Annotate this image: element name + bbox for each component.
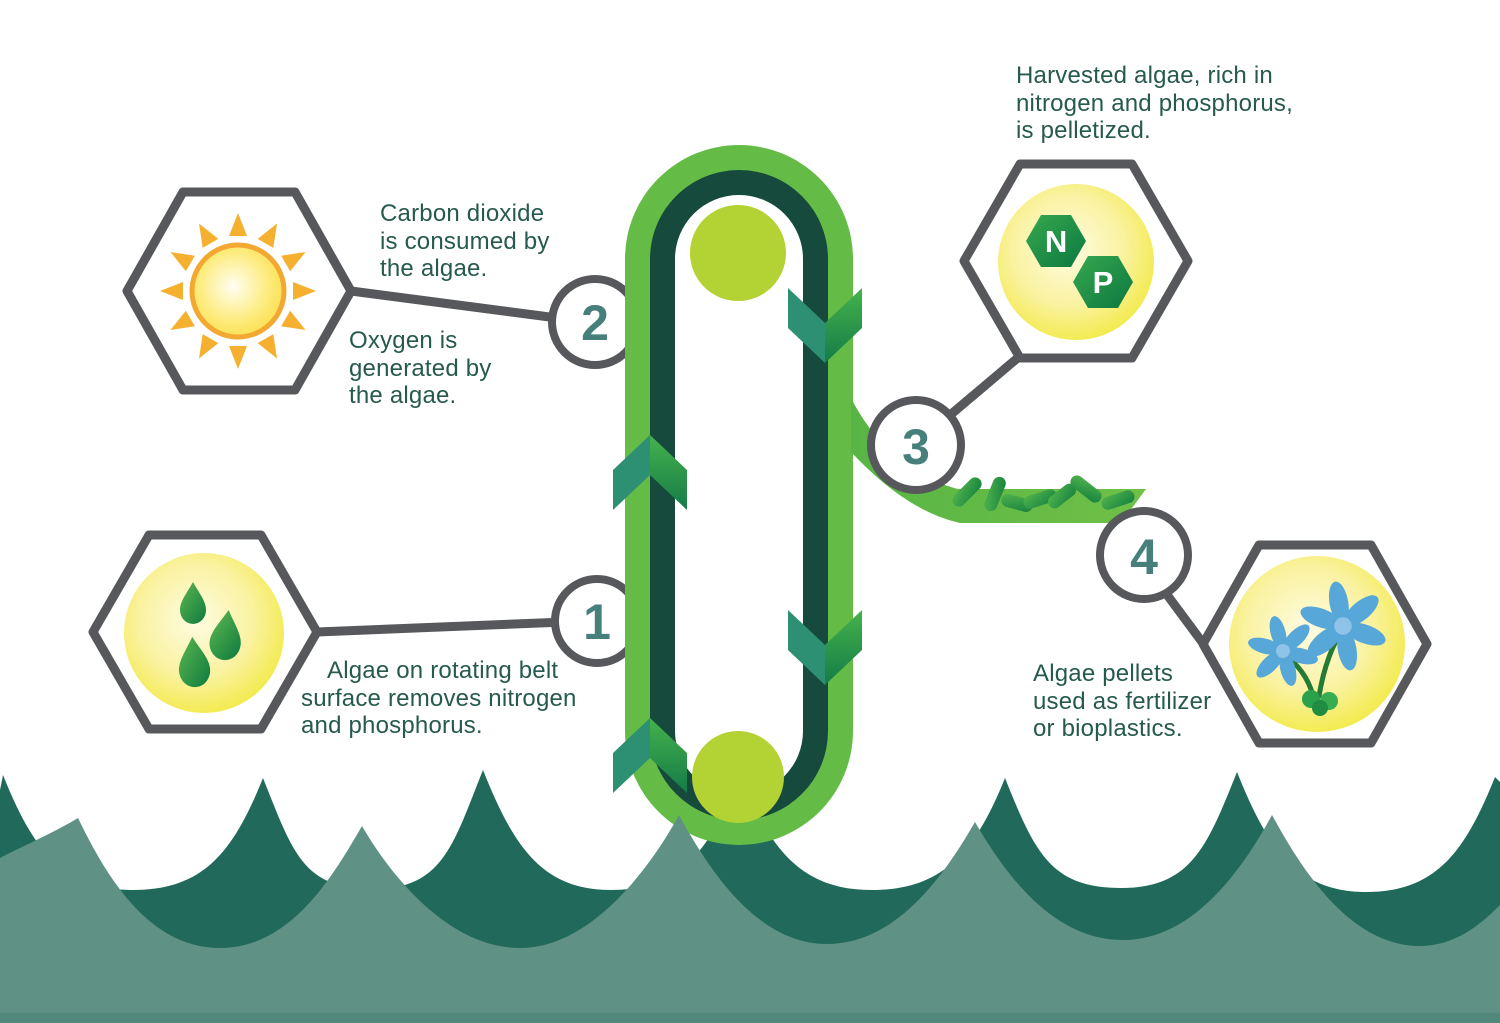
belt-arrow-up-bottom	[613, 718, 687, 793]
oxygen-line2: generated by	[349, 354, 492, 382]
rotating-belt-line2: surface removes nitrogen	[301, 684, 577, 712]
flowers-hexagon	[1198, 540, 1432, 748]
sun-icon	[160, 213, 316, 369]
belt-arrow-up-top	[613, 435, 687, 510]
connector-sun-to-step2	[350, 286, 566, 324]
carbon-dioxide-line2: is consumed by	[380, 227, 550, 255]
oxygen-text: Oxygen is generated by the algae.	[349, 327, 492, 410]
water-drops-icon	[179, 582, 241, 688]
step2-number: 2	[581, 295, 609, 351]
drops-hexagon	[88, 530, 322, 734]
np-hexagon: N P	[959, 159, 1193, 363]
algae-pellets	[952, 475, 1135, 512]
harvested-algae-text: Harvested algae, rich in nitrogen and ph…	[1016, 62, 1293, 145]
step1-circle: 1	[551, 575, 643, 667]
belt-arrow-down-bottom	[788, 610, 862, 685]
belt-pulley-top	[690, 205, 786, 301]
np-yellow-disc	[998, 184, 1154, 340]
belt-pulley-bottom	[692, 731, 784, 823]
harvested-line1: Harvested algae, rich in	[1016, 62, 1273, 89]
harvested-line2: nitrogen and phosphorus,	[1016, 89, 1294, 117]
nitrogen-letter: N	[1045, 224, 1067, 259]
algae-pellets-line1: Algae pellets	[1033, 660, 1174, 687]
algae-pellets-line2: used as fertilizer	[1033, 687, 1212, 715]
belt-arrow-down-top	[788, 288, 862, 363]
belt-core	[675, 195, 803, 795]
drops-yellow-disc	[124, 553, 284, 713]
phosphorus-letter: P	[1093, 265, 1114, 300]
np-pellets-icon: N P	[1026, 215, 1133, 308]
step4-number: 4	[1130, 529, 1158, 585]
step3-circle: 3	[867, 396, 965, 494]
step3-number: 3	[902, 419, 930, 475]
wave-front	[0, 815, 1500, 1023]
carbon-dioxide-line1: Carbon dioxide	[380, 200, 545, 227]
connector-drops-to-step1	[316, 617, 566, 637]
carbon-dioxide-text: Carbon dioxide is consumed by the algae.	[380, 200, 550, 283]
rotating-belt-text: Algae on rotating belt surface removes n…	[301, 657, 577, 740]
flowers-icon	[1248, 581, 1386, 716]
wave-bottom-strip	[0, 1013, 1500, 1023]
algae-pellets-line3: or bioplastics.	[1033, 715, 1183, 742]
rotating-belt-line1: Algae on rotating belt	[327, 657, 559, 684]
flower-large	[1300, 581, 1386, 671]
oxygen-line1: Oxygen is	[349, 327, 458, 354]
oxygen-line3: the algae.	[349, 382, 457, 409]
step1-number: 1	[583, 594, 611, 650]
harvested-line3: is pelletized.	[1016, 117, 1151, 144]
step4-circle: 4	[1096, 507, 1192, 603]
sun-hexagon	[122, 187, 356, 395]
algae-pellets-text: Algae pellets used as fertilizer or biop…	[1033, 660, 1211, 743]
rotating-belt-line3: and phosphorus.	[301, 712, 483, 739]
carbon-dioxide-line3: the algae.	[380, 255, 488, 282]
